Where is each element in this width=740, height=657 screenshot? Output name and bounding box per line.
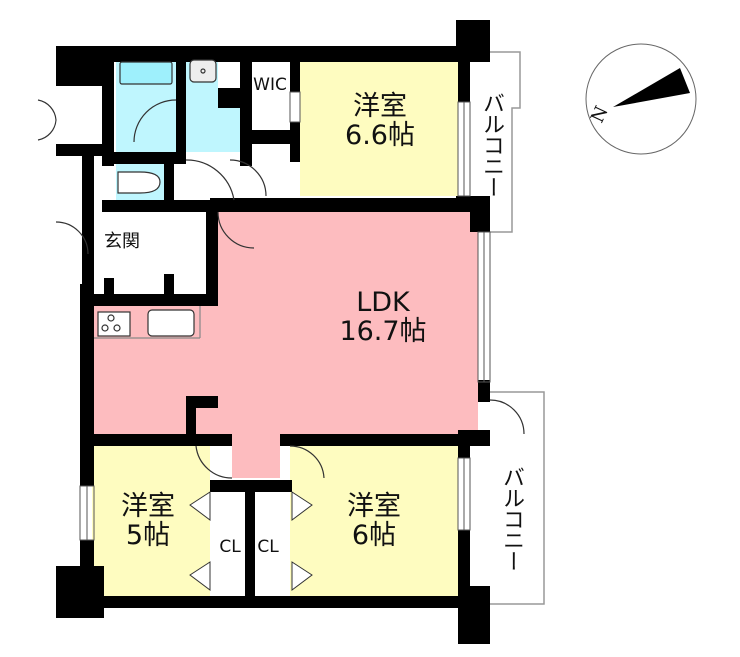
- bedroom-sw-fill: [92, 444, 210, 596]
- room-label-entrance: 玄関: [104, 231, 140, 252]
- room-name: 洋室: [347, 491, 401, 522]
- fixtures: [37, 59, 525, 479]
- room-name: 洋室: [121, 491, 175, 522]
- north-arrow-icon: [613, 68, 690, 107]
- bathtub: [119, 61, 173, 85]
- balcony-south-outline: [490, 391, 545, 605]
- room-size: 5帖: [125, 520, 171, 552]
- compass: [585, 43, 697, 155]
- room-label-bedroom-sw: 洋室 5帖: [108, 492, 188, 550]
- toilet: [117, 171, 161, 194]
- room-label-bedroom-north: 洋室 6.6帖: [340, 92, 420, 150]
- room-size: 6.6帖: [345, 120, 415, 152]
- room-label-wic: WIC: [253, 75, 287, 95]
- stove: [97, 311, 131, 337]
- windows: [79, 91, 491, 541]
- closet-label-left: CL: [219, 537, 241, 557]
- room-label-bedroom-se: 洋室 6帖: [334, 492, 414, 550]
- room-label-ldk: LDK 16.7帖: [328, 288, 438, 346]
- walls: [56, 20, 490, 644]
- room-name: LDK: [356, 287, 410, 318]
- washroom-fill: [186, 62, 240, 152]
- closet-doors: [189, 491, 313, 591]
- sink: [147, 309, 195, 337]
- room-size: 16.7帖: [339, 316, 427, 348]
- balcony-north-outline: [490, 51, 521, 233]
- closet-label-right: CL: [257, 537, 279, 557]
- bedroom-se-fill: [290, 444, 458, 596]
- balcony-label-north: バルコニー: [479, 92, 504, 197]
- room-size: 6帖: [351, 520, 397, 552]
- bedroom-north-fill: [300, 62, 458, 196]
- room-name: 洋室: [353, 91, 407, 122]
- wash-basin: [189, 59, 217, 83]
- balcony-label-south: バルコニー: [499, 466, 524, 571]
